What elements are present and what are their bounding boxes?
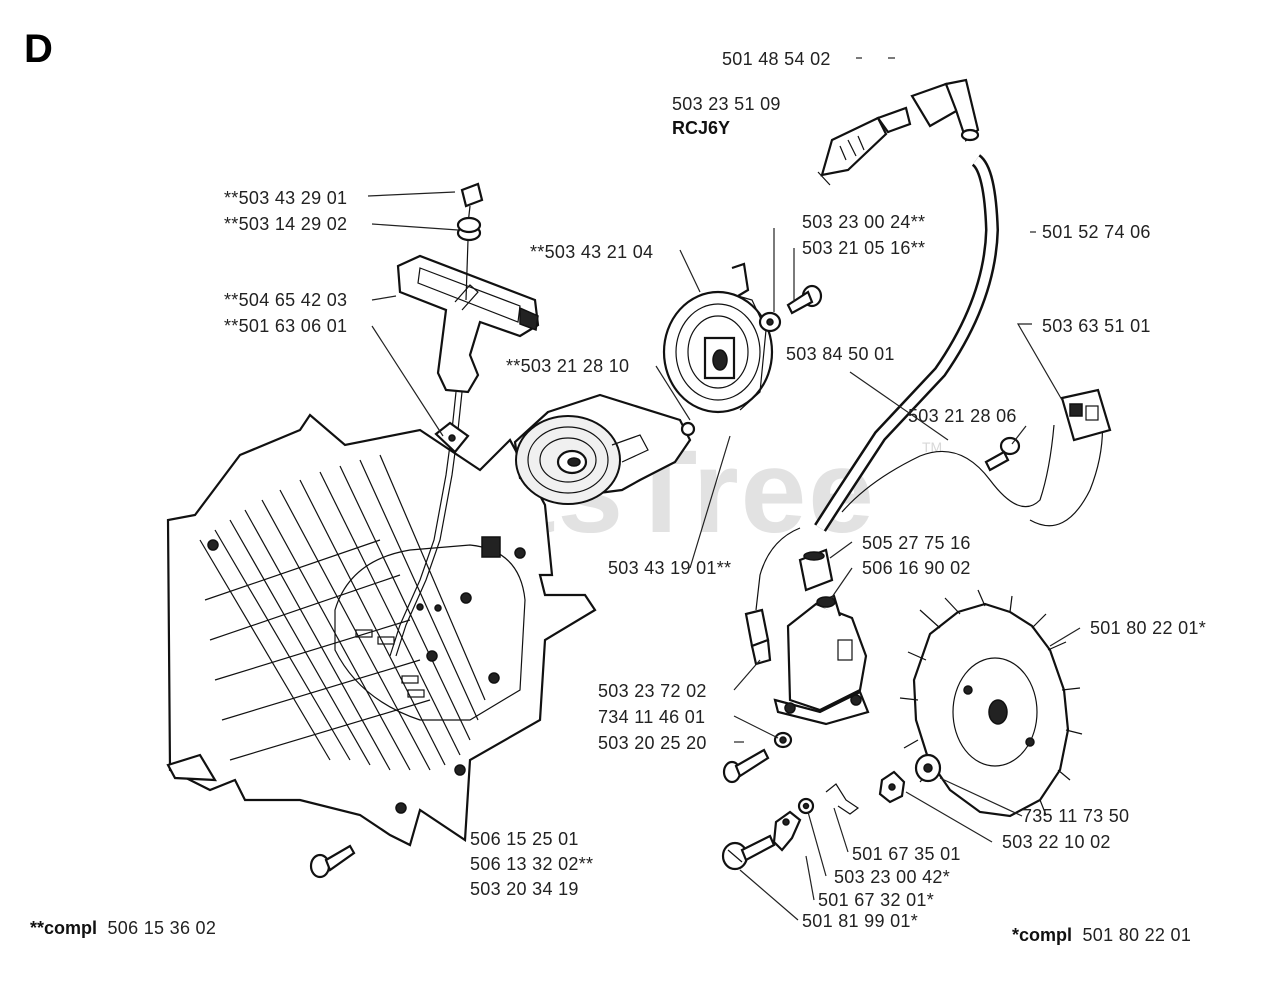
section-letter: D <box>24 27 53 71</box>
footnote-left: **compl 506 15 36 02 <box>30 918 216 938</box>
label-module-screw: 503 20 25 20 <box>598 733 707 753</box>
flywheel <box>899 589 1083 818</box>
pawl <box>772 810 802 852</box>
label-switch-screw: 503 21 28 06 <box>908 406 1017 426</box>
spark-terminal <box>744 608 772 666</box>
ignition-cable <box>814 154 1000 532</box>
label-handle-nut: **503 43 29 01 <box>224 188 347 208</box>
spring-cassette <box>513 393 696 505</box>
pawl-spring <box>825 783 860 815</box>
label-terminal: 506 16 90 02 <box>862 558 971 578</box>
label-ignition-module: 503 23 72 02 <box>598 681 707 701</box>
switch-screw <box>984 436 1021 472</box>
label-pawl-spring: 501 67 35 01 <box>852 844 961 864</box>
cable-boot <box>798 548 834 592</box>
pawl-screw <box>721 834 776 871</box>
label-spark-plug-cap: 501 48 54 02 <box>722 49 831 69</box>
starter-housing <box>166 413 597 847</box>
spark-plug <box>817 106 912 186</box>
label-starter-spring: **503 21 28 10 <box>506 356 629 376</box>
footnote-left-number: 506 15 36 02 <box>107 918 216 938</box>
leader-lines <box>367 57 1081 921</box>
footnote-left-prefix: **compl <box>30 918 97 938</box>
spark-plug-cap <box>910 78 980 142</box>
label-module-washer: 734 11 46 01 <box>598 707 705 727</box>
label-pulley-screw: 503 21 05 16** <box>802 238 925 258</box>
label-pawl-washer: 503 23 00 42* <box>834 867 950 887</box>
label-pulley-washer: 503 23 00 24** <box>802 212 925 232</box>
label-rope-guide: **501 63 06 01 <box>224 316 347 336</box>
label-housing-alt: 506 13 32 02** <box>470 854 593 874</box>
label-cable-boot: 505 27 75 16 <box>862 533 971 553</box>
footnote-right-number: 501 80 22 01 <box>1082 925 1191 945</box>
handle-washer <box>456 216 482 301</box>
pulley-washer <box>758 311 782 333</box>
watermark-trademark: TM <box>922 439 942 455</box>
rope-guide <box>434 421 470 454</box>
label-pulley: **503 43 21 04 <box>530 242 653 262</box>
label-flywheel-washer: 735 11 73 50 <box>1022 806 1129 826</box>
footnote-right: *compl 501 80 22 01 <box>1012 925 1191 945</box>
flywheel-washer <box>914 753 942 783</box>
pulley-screw <box>786 284 823 315</box>
label-spark-plug: 503 23 51 09 <box>672 94 781 114</box>
pawl-washer <box>797 797 815 815</box>
label-spark-plug-type: RCJ6Y <box>672 118 730 138</box>
label-handle-washer: **503 14 29 02 <box>224 214 347 234</box>
flywheel-nut <box>878 770 906 804</box>
handle-nut <box>460 182 484 225</box>
starter-handle <box>389 254 540 657</box>
footnote-right-prefix: *compl <box>1012 925 1072 945</box>
starter-pulley <box>662 262 774 414</box>
label-pawl-screw: 501 81 99 01* <box>802 911 918 931</box>
stop-switch <box>1060 388 1112 442</box>
label-short-circuit-cable: 503 84 50 01 <box>786 344 895 364</box>
housing-screw <box>309 844 356 879</box>
module-washer <box>773 731 793 749</box>
label-pawl: 501 67 32 01* <box>818 890 934 910</box>
label-housing: 506 15 25 01 <box>470 829 579 849</box>
label-housing-screw: 503 20 34 19 <box>470 879 579 899</box>
label-starter-handle: **504 65 42 03 <box>224 290 347 310</box>
label-stop-switch: 503 63 51 01 <box>1042 316 1151 336</box>
ignition-module <box>773 594 870 726</box>
label-ignition-cable: 501 52 74 06 <box>1042 222 1151 242</box>
label-flywheel-nut: 503 22 10 02 <box>1002 832 1111 852</box>
module-screw <box>722 748 770 784</box>
label-flywheel: 501 80 22 01* <box>1090 618 1206 638</box>
label-spring-cassette: 503 43 19 01** <box>608 558 731 578</box>
